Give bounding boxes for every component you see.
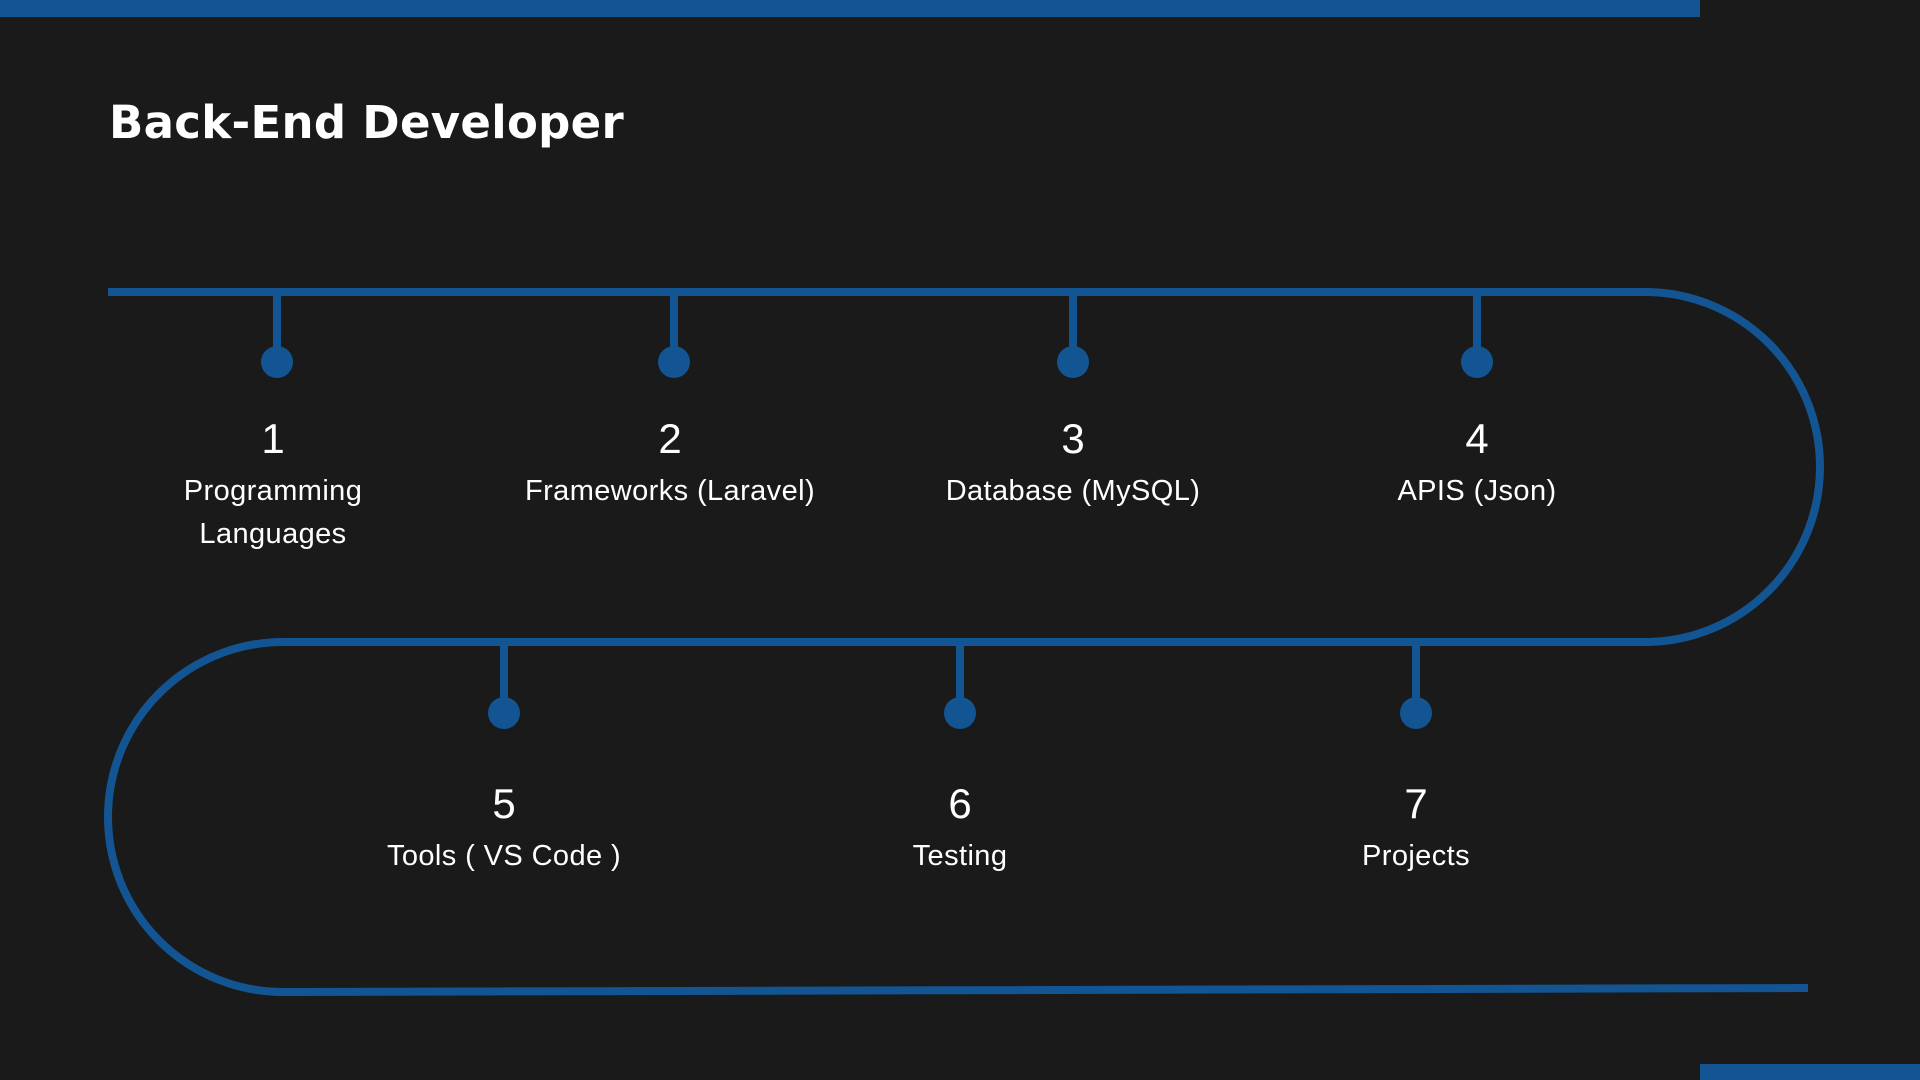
step-label: Programming Languages: [83, 470, 463, 556]
step-label: Tools ( VS Code ): [386, 840, 622, 872]
step-label: Database (MySQL): [945, 475, 1201, 507]
step-4: 4 APIS (Json): [1287, 414, 1667, 513]
step-label: Frameworks (Laravel): [525, 475, 815, 507]
step-6: 6 Testing: [770, 779, 1150, 878]
step-5: 5 Tools ( VS Code ): [314, 779, 694, 878]
step-3: 3 Database (MySQL): [883, 414, 1263, 513]
node-dot-3: [1057, 346, 1089, 378]
step-number: 1: [261, 415, 285, 462]
step-7: 7 Projects: [1226, 779, 1606, 878]
node-dot-4: [1461, 346, 1493, 378]
step-number: 3: [1061, 415, 1085, 462]
node-dot-7: [1400, 697, 1432, 729]
top-accent-bar: [0, 0, 1700, 17]
step-label-line: Programming: [183, 475, 363, 507]
bottom-accent-bar: [1700, 1064, 1920, 1080]
node-dot-6: [944, 697, 976, 729]
step-label-line: Languages: [199, 518, 347, 550]
roadmap-connectors: [261, 292, 1493, 729]
step-number: 5: [492, 780, 516, 827]
step-number: 6: [948, 780, 972, 827]
step-number: 4: [1465, 415, 1489, 462]
step-label: Testing: [912, 840, 1008, 872]
step-number: 2: [658, 415, 682, 462]
step-2: 2 Frameworks (Laravel): [480, 414, 860, 513]
step-number: 7: [1404, 780, 1428, 827]
step-label: APIS (Json): [1397, 475, 1557, 507]
node-dot-1: [261, 346, 293, 378]
page-title: Back-End Developer: [109, 96, 624, 149]
step-1: 1 Programming Languages: [83, 414, 463, 556]
step-label: Projects: [1362, 840, 1470, 872]
node-dot-2: [658, 346, 690, 378]
node-dot-5: [488, 697, 520, 729]
